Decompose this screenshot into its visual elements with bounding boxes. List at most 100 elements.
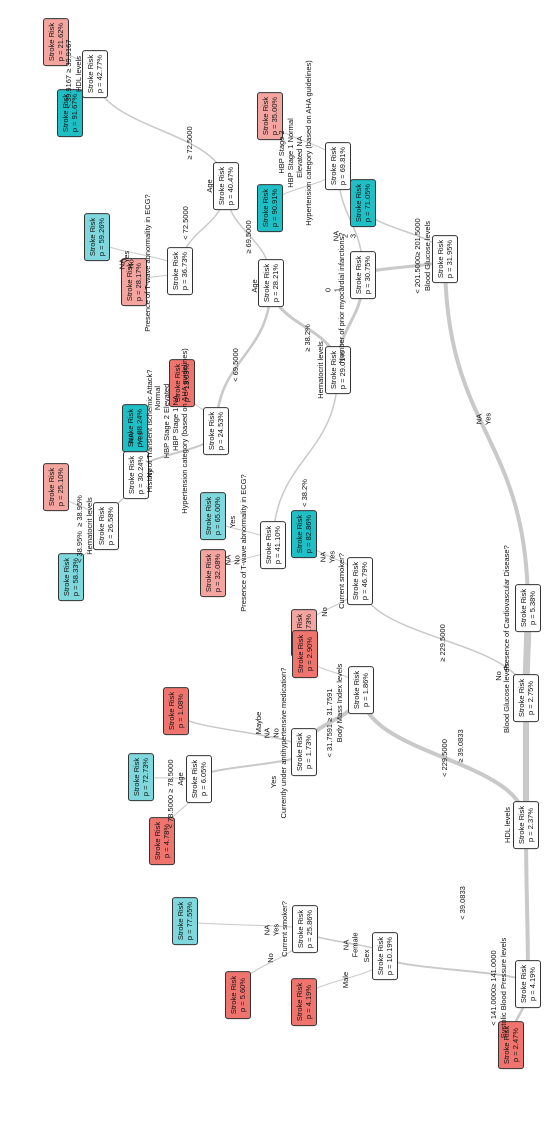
split-label-s-J2: ≥ 38.95% (74, 495, 84, 527)
node-probability: p = 36.73% (180, 251, 189, 291)
node-probability: p = 40.47% (226, 166, 235, 206)
split-label-q-M: HDL levels (73, 56, 83, 92)
node-probability: p = 5.38% (528, 591, 537, 625)
split-label-s-K1: < 72.5000 (180, 206, 190, 240)
node-probability: p = 5.60% (238, 978, 247, 1012)
tree-edge-root-a (443, 257, 530, 610)
split-label-s-V1: No (265, 953, 275, 963)
split-label-s-D1: < 38.2% (299, 479, 309, 507)
node-probability: p = 10.19% (385, 936, 394, 976)
node-probability: p = 77.55% (185, 901, 194, 941)
node-probability: p = 42.77% (95, 54, 104, 94)
split-label-line: Female (350, 932, 359, 958)
split-label-s-P1: < 39.0833 (457, 886, 467, 920)
node-title: Stroke Risk (261, 96, 270, 136)
node-probability: p = 1.73% (304, 735, 313, 769)
node-probability: p = 46.79% (360, 561, 369, 601)
split-label-s-J1: < 38.95% (74, 531, 84, 563)
split-label-s-N2: ≥ 229.5000 (437, 624, 447, 662)
node-title: Stroke Risk (296, 634, 305, 674)
node-title: Stroke Risk (296, 909, 305, 949)
node-title: Stroke Risk (517, 805, 526, 845)
node-probability: p = 32.08% (213, 553, 222, 593)
node-probability: p = 4.19% (304, 985, 313, 1019)
node-title: Stroke Risk (47, 22, 56, 62)
node-title: Stroke Risk (88, 217, 97, 257)
node-title: Stroke Risk (329, 146, 338, 186)
node-title: Stroke Risk (376, 936, 385, 976)
split-label-s-H3: Normal (152, 385, 162, 411)
node-probability: p = 2.47% (511, 1028, 520, 1062)
split-label-s-M: < 39.9167 ≥ 39.9167 (63, 39, 73, 109)
split-label-s-S: < 78.5000 ≥ 78.5000 (165, 759, 175, 829)
split-label-s-G1: < 69.5000 (230, 348, 240, 382)
split-label-q-G: Age (249, 279, 259, 293)
node-probability: p = 24.53% (216, 411, 225, 451)
node-title: Stroke Risk (261, 188, 270, 228)
tree-edge-p-t (524, 823, 530, 986)
node-title: Stroke Risk (176, 901, 185, 941)
split-label-line: Yes (271, 923, 280, 937)
split-label-line: Yes (483, 412, 492, 426)
node-title: Stroke Risk (153, 821, 162, 861)
node-probability: p = 65.00% (213, 496, 222, 536)
split-label-q-H: Hypertension category (based on AHA guid… (179, 348, 189, 514)
node-title: Stroke Risk (262, 263, 271, 303)
split-label-q-L: Presence of T-wave abnormality in ECG? (142, 194, 152, 332)
node-probability: p = 2.90% (305, 637, 314, 671)
tree-edge-d-f (272, 369, 339, 546)
split-label-q-R: Currently under antihypertensive medicat… (278, 667, 288, 819)
node-probability: p = 90.91% (270, 188, 279, 228)
node-probability: p = 2.75% (526, 681, 535, 715)
split-label-s-E1: Elevated NA (294, 136, 304, 178)
split-label-s-R3: Maybe (253, 711, 263, 735)
node-title: Stroke Risk (204, 553, 213, 593)
split-label-line: 1 (332, 287, 341, 293)
split-label-q-T: Systolic Blood Pressure levels (498, 937, 508, 1039)
node-title: Stroke Risk (204, 496, 213, 536)
split-label-s-O1: No (319, 607, 329, 617)
node-probability: p = 4.19% (528, 967, 537, 1001)
node-probability: p = 58.33% (71, 557, 80, 597)
split-label-s-L2: Yes (121, 250, 131, 264)
split-label-q-root: Presence of Cardiovascular Disease? (501, 545, 511, 671)
node-title: Stroke Risk (517, 678, 526, 718)
split-label-s-A: < 201.5000≥ 201.5000 (412, 218, 422, 294)
split-label-q-U: Sex (361, 949, 371, 963)
split-label-q-S: Age (175, 772, 185, 786)
node-probability: p = 2.37% (526, 808, 535, 842)
node-title: Stroke Risk (295, 982, 304, 1022)
node-probability: p = 72.73% (141, 757, 150, 797)
node-title: Stroke Risk (436, 239, 445, 279)
split-label-s-P2: ≥ 39.0833 (455, 729, 465, 763)
split-label-s-F2: Yes (227, 515, 237, 529)
node-probability: p = 26.58% (106, 506, 115, 546)
node-title: Stroke Risk (519, 588, 528, 628)
node-title: Stroke Risk (97, 506, 106, 546)
node-probability: p = 25.86% (305, 909, 314, 949)
split-label-q-K: Age (204, 179, 214, 193)
